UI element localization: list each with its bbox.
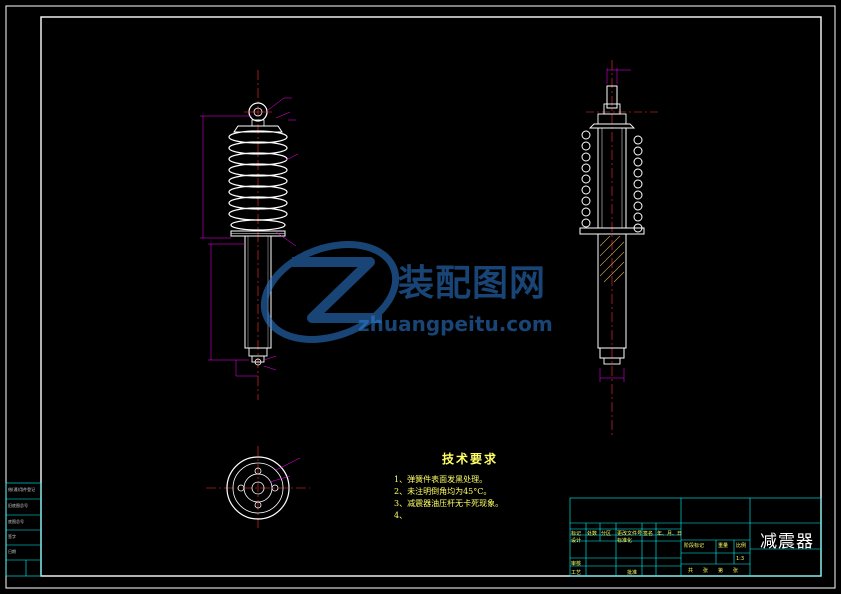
side-label: 借(通)用件登记 — [8, 487, 36, 492]
section-hatch — [599, 235, 625, 283]
scale-value: 1:3 — [736, 556, 745, 562]
watermark-brand: 装配图网 — [398, 263, 547, 304]
title-block — [569, 497, 822, 577]
piston-rod-top — [606, 85, 618, 109]
technical-requirements-title: 技术要求 — [442, 452, 499, 466]
watermark-logo — [260, 241, 400, 343]
tb-label: 标记 — [571, 531, 582, 537]
tb-label: 张 — [703, 568, 709, 574]
side-label: 旧底图总号 — [8, 503, 28, 508]
tb-label: 比例 — [736, 543, 747, 549]
tb-label: 第 — [718, 568, 724, 574]
side-label: 底图总号 — [8, 519, 24, 524]
tb-label: 标准化 — [617, 538, 633, 544]
watermark-url: zhuangpeitu.com — [358, 312, 553, 336]
part-name: 减震器 — [760, 532, 814, 552]
side-label: 日期 — [8, 549, 16, 554]
tb-label: 分区 — [601, 531, 612, 537]
tb-label: 年、月、日 — [657, 531, 683, 537]
plan-view — [206, 446, 310, 530]
drawing-frame — [40, 16, 822, 577]
tb-label: 更改文件号 — [617, 531, 643, 537]
front-view-dimensions — [200, 97, 299, 377]
section-view — [579, 60, 660, 435]
plan-outer-seat — [226, 456, 290, 520]
requirement-item: 2、未注明倒角均为45°C。 — [394, 487, 492, 496]
tb-label: 工艺 — [571, 570, 582, 576]
tb-label: 批准 — [627, 570, 638, 576]
top-spring-seat — [233, 125, 283, 133]
tb-label: 处数 — [587, 531, 598, 537]
requirement-item: 1、弹簧件表面发黑处理。 — [394, 475, 488, 484]
requirement-item: 3、减震器油压杆无卡死现象。 — [394, 499, 504, 508]
front-view — [200, 70, 299, 400]
tb-label: 设计 — [571, 538, 582, 544]
tb-label: 共 — [688, 568, 694, 574]
tb-label: 签名 — [643, 531, 654, 537]
requirement-item: 4、 — [394, 511, 408, 520]
section-view-dimensions — [599, 68, 631, 382]
tb-label: 重量 — [718, 543, 729, 549]
left-side-strip — [5, 482, 42, 577]
tb-label: 张 — [733, 568, 739, 574]
tb-label: 审核 — [571, 561, 582, 567]
coil-spring — [228, 130, 288, 231]
side-label: 签字 — [8, 534, 16, 539]
tb-label: 阶段标记 — [684, 543, 705, 549]
sheet-outer-border — [5, 5, 836, 589]
technical-requirements-list: 1、弹簧件表面发黑处理。 2、未注明倒角均为45°C。 3、减震器油压杆无卡死现… — [394, 474, 503, 522]
